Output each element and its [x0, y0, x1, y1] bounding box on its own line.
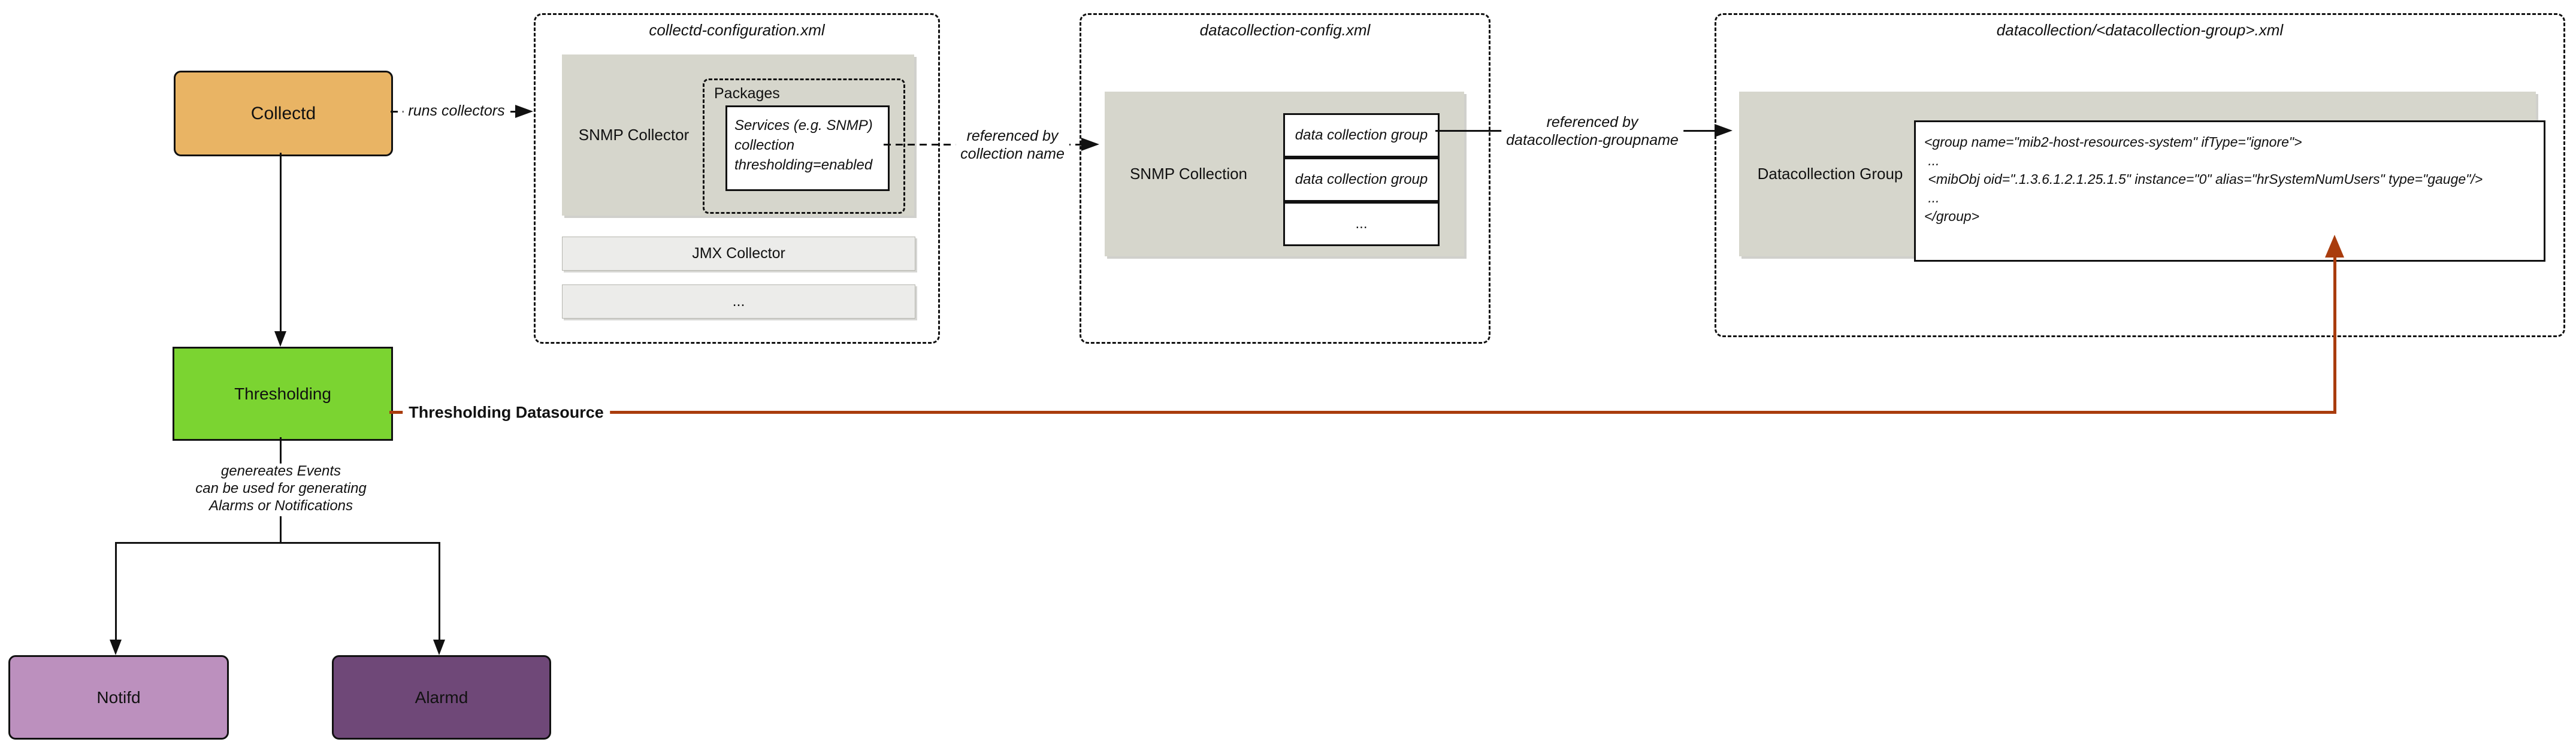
datacollection-group-box: Datacollection Group <group name="mib2-h…: [1739, 92, 2545, 262]
snmp-collector-label: SNMP Collector: [578, 126, 690, 144]
services-line: thresholding=enabled: [734, 157, 873, 173]
code-line: ...: [1924, 153, 1940, 168]
code-line: <mibObj oid=".1.3.6.1.2.1.25.1.5" instan…: [1924, 171, 2483, 187]
edge-label-line: referenced by: [1546, 114, 1638, 131]
arrow-down-icon: [110, 640, 122, 655]
edge-label-line: collection name: [960, 146, 1065, 162]
edge-label-referenced-by-collection: referenced by collection name: [956, 126, 1069, 164]
file-collectd-configuration: collectd-configuration.xml SNMP Collecto…: [534, 13, 940, 344]
edge-label-line: referenced by: [966, 128, 1059, 144]
snmp-collection-label: SNMP Collection: [1129, 165, 1248, 183]
edge-thresholding-datasource-v: [2333, 240, 2336, 414]
data-collection-group-box: data collection group: [1283, 113, 1440, 158]
arrow-right-icon: [515, 105, 533, 118]
note-line: can be used for generating: [195, 480, 367, 496]
group-xml-code-box: <group name="mib2-host-resources-system"…: [1914, 120, 2545, 262]
jmx-collector-label: JMX Collector: [692, 245, 785, 262]
edge-to-notifd: [115, 542, 117, 641]
node-alarmd: Alarmd: [332, 655, 551, 740]
services-box: Services (e.g. SNMP) collection threshol…: [725, 105, 890, 191]
edge-label-thresholding-datasource: Thresholding Datasource: [403, 401, 610, 425]
arrow-down-icon: [274, 331, 286, 347]
snmp-collector-box: SNMP Collector Packages Services (e.g. S…: [562, 54, 914, 216]
data-collection-group-box: data collection group: [1283, 158, 1440, 202]
data-collection-group-box: ...: [1283, 202, 1440, 246]
packages-label: Packages: [714, 85, 780, 102]
services-line: Services (e.g. SNMP): [734, 117, 873, 134]
services-line: collection: [734, 137, 795, 153]
code-line: </group>: [1924, 208, 1980, 224]
datacollection-group-label: Datacollection Group: [1757, 165, 1903, 183]
node-collectd: Collectd: [174, 71, 393, 156]
edge-thresholding-events-upper: [280, 437, 282, 464]
edge-thresholding-events-lower: [280, 516, 282, 544]
note-line: genereates Events: [220, 463, 341, 479]
node-thresholding: Thresholding: [173, 347, 393, 441]
file-title: datacollection-config.xml: [1199, 21, 1371, 39]
edge-label-runs-collectors: runs collectors: [403, 101, 510, 121]
file-datacollection-group: datacollection/<datacollection-group>.xm…: [1715, 13, 2565, 337]
more-collectors-label: ...: [732, 293, 745, 310]
more-collectors-box: ...: [562, 284, 915, 319]
edge-collectd-thresholding: [280, 153, 282, 332]
code-line: <group name="mib2-host-resources-system"…: [1924, 134, 2302, 150]
jmx-collector-box: JMX Collector: [562, 237, 915, 271]
edge-thresholding-datasource-h: [389, 411, 2336, 414]
file-datacollection-config: datacollection-config.xml SNMP Collectio…: [1080, 13, 1490, 344]
edge-label-line: datacollection-groupname: [1506, 132, 1679, 149]
note-line: Alarms or Notifications: [208, 498, 353, 514]
generates-events-note: genereates Events can be used for genera…: [155, 462, 407, 514]
code-line: ...: [1924, 190, 1940, 205]
edge-label-referenced-by-groupname: referenced by datacollection-groupname: [1501, 112, 1683, 150]
edge-fanout-horizontal: [115, 542, 440, 544]
file-title: datacollection/<datacollection-group>.xm…: [1996, 21, 2284, 39]
snmp-collection-box: SNMP Collection data collection group da…: [1105, 92, 1464, 256]
edge-to-alarmd: [439, 542, 440, 641]
node-notifd: Notifd: [8, 655, 229, 740]
arrow-down-icon: [433, 640, 445, 655]
file-title: collectd-configuration.xml: [649, 21, 825, 39]
packages-box: Packages Services (e.g. SNMP) collection…: [703, 78, 905, 214]
